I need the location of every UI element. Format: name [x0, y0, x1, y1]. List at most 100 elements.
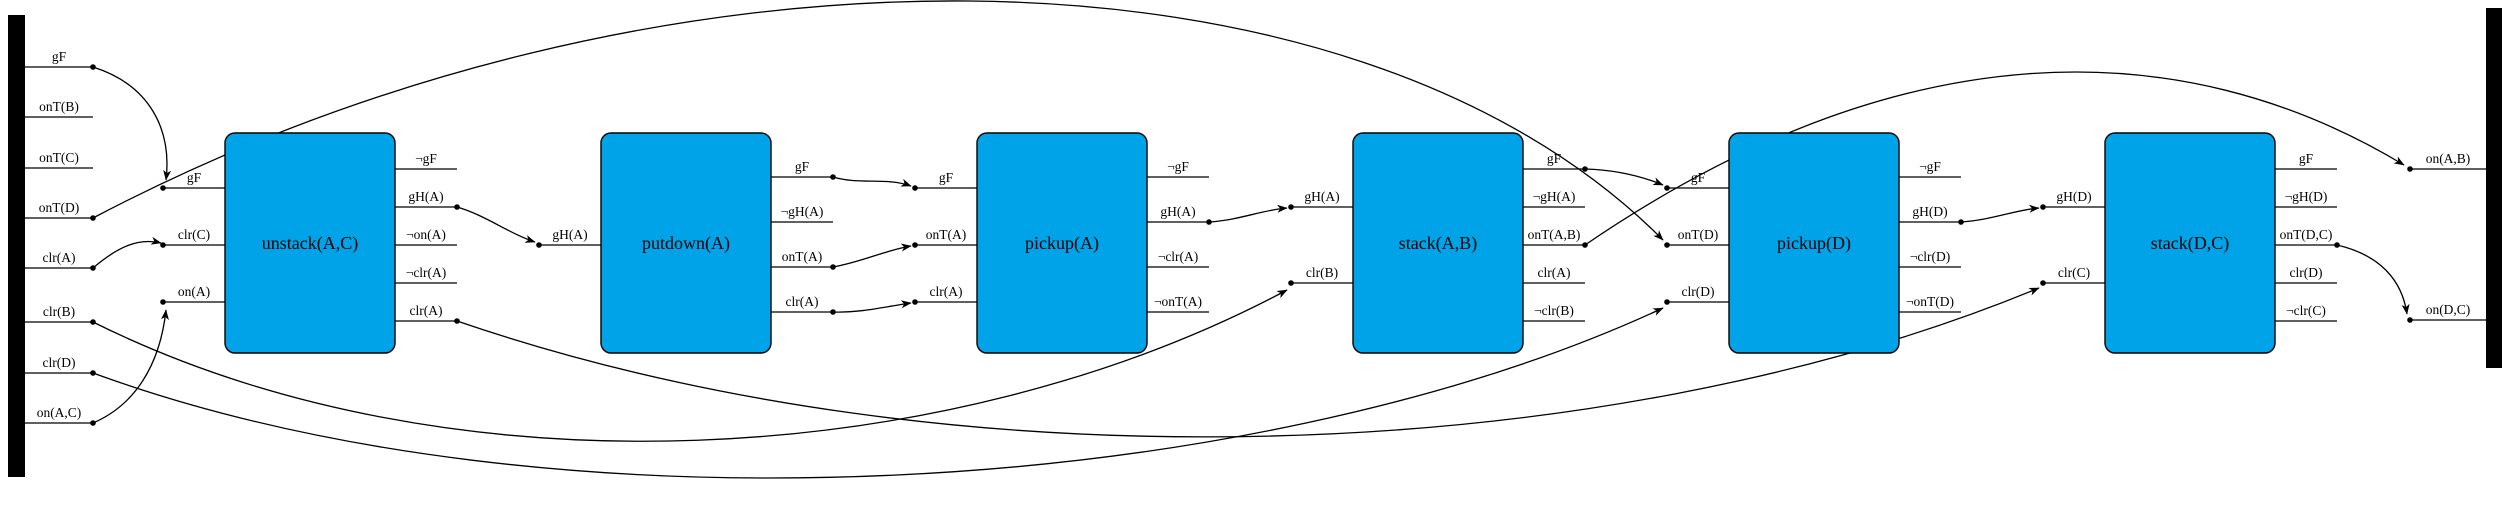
causal-link [1584, 71, 2405, 246]
precondition-label: onT(A) [926, 227, 967, 242]
link-endpoint-dot [912, 185, 918, 191]
causal-link [456, 206, 536, 243]
link-endpoint-dot [1582, 166, 1588, 172]
causal-link [832, 176, 912, 187]
initial-state-bar [8, 15, 25, 477]
effect-label: gH(A) [408, 189, 443, 204]
fact-label: gF [52, 49, 67, 64]
link-endpoint-dot [1664, 242, 1670, 248]
effect-label: ¬gH(D) [2285, 189, 2328, 204]
causal-link [1584, 168, 1664, 186]
effect-label: clr(A) [786, 294, 819, 309]
effect-label: ¬clr(A) [406, 265, 447, 280]
effect-label: ¬clr(A) [1158, 249, 1199, 264]
link-endpoint-dot [536, 242, 542, 248]
action-title: unstack(A,C) [262, 233, 358, 254]
goal-label: on(A,B) [2426, 151, 2471, 166]
precondition-label: gF [1691, 170, 1706, 185]
precondition-label: clr(C) [2058, 265, 2090, 280]
effect-label: clr(A) [1538, 265, 1571, 280]
causal-link [92, 236, 162, 269]
causal-link [92, 307, 1664, 479]
effect-label: ¬gF [1919, 159, 1941, 174]
precondition-label: gF [939, 170, 954, 185]
link-endpoint-dot [90, 420, 96, 426]
link-endpoint-dot [912, 242, 918, 248]
effect-label: ¬clr(B) [1534, 303, 1574, 318]
action-title: pickup(D) [1777, 233, 1851, 254]
effect-label: gF [795, 159, 810, 174]
causal-link [92, 289, 1288, 442]
effect-label: gH(A) [1160, 204, 1195, 219]
goal-label: on(D,C) [2426, 302, 2471, 317]
action-box [1352, 132, 1524, 354]
fact-label: clr(A) [43, 250, 76, 265]
precondition-label: on(A) [178, 284, 210, 299]
link-endpoint-dot [2407, 166, 2413, 172]
fact-label: on(A,C) [37, 405, 82, 420]
link-endpoint-dot [1582, 242, 1588, 248]
effect-label: onT(A,B) [1528, 227, 1581, 242]
link-endpoint-dot [830, 264, 836, 270]
effect-label: ¬clr(D) [1910, 249, 1951, 264]
action-title: putdown(A) [642, 233, 730, 254]
effect-label: gF [1547, 151, 1562, 166]
precondition-label: gH(A) [1304, 189, 1339, 204]
fact-label: onT(B) [39, 99, 79, 114]
causal-link [832, 243, 912, 268]
link-endpoint-dot [160, 299, 166, 305]
precondition-label: gF [187, 170, 202, 185]
precondition-label: clr(A) [930, 284, 963, 299]
precondition-label: gH(A) [552, 227, 587, 242]
precondition-label: onT(D) [1678, 227, 1719, 242]
action-box [600, 132, 772, 354]
link-endpoint-dot [90, 319, 96, 325]
link-endpoint-dot [2040, 280, 2046, 286]
link-endpoint-dot [830, 174, 836, 180]
effect-label: gH(D) [1912, 204, 1947, 219]
link-endpoint-dot [90, 370, 96, 376]
causal-link [92, 0, 1664, 241]
link-endpoint-dot [1288, 280, 1294, 286]
link-endpoint-dot [2040, 204, 2046, 210]
link-endpoint-dot [454, 318, 460, 324]
causal-link [1208, 204, 1288, 223]
effect-label: ¬onT(A) [1154, 294, 1202, 309]
causal-link [1960, 204, 2040, 223]
causal-link [92, 309, 169, 424]
link-endpoint-dot [90, 265, 96, 271]
link-endpoint-dot [1664, 299, 1670, 305]
link-endpoint-dot [1206, 219, 1212, 225]
action-title: stack(D,C) [2151, 233, 2229, 254]
effect-label: ¬on(A) [406, 227, 446, 242]
goal-state-bar [2486, 8, 2502, 368]
effect-label: ¬onT(D) [1906, 294, 1954, 309]
link-endpoint-dot [90, 64, 96, 70]
effect-label: gF [2299, 151, 2314, 166]
link-endpoint-dot [1288, 204, 1294, 210]
causal-link [456, 287, 2040, 438]
precondition-label: gH(D) [2056, 189, 2091, 204]
action-box [224, 132, 396, 354]
effect-label: ¬gF [1167, 159, 1189, 174]
fact-label: onT(C) [39, 150, 79, 165]
fact-label: onT(D) [39, 200, 80, 215]
link-endpoint-dot [90, 215, 96, 221]
effect-label: onT(A) [782, 249, 823, 264]
fact-label: clr(D) [43, 355, 76, 370]
effect-label: ¬gH(A) [781, 204, 824, 219]
causal-link [2336, 244, 2410, 315]
precondition-label: clr(D) [1682, 284, 1715, 299]
link-endpoint-dot [2407, 317, 2413, 323]
effect-label: clr(D) [2290, 265, 2323, 280]
link-endpoint-dot [160, 242, 166, 248]
fact-label: clr(B) [43, 304, 75, 319]
link-endpoint-dot [160, 185, 166, 191]
precondition-label: clr(B) [1306, 265, 1338, 280]
effect-label: ¬clr(C) [2286, 303, 2326, 318]
link-endpoint-dot [912, 299, 918, 305]
action-box [1728, 132, 1900, 354]
precondition-label: clr(C) [178, 227, 210, 242]
